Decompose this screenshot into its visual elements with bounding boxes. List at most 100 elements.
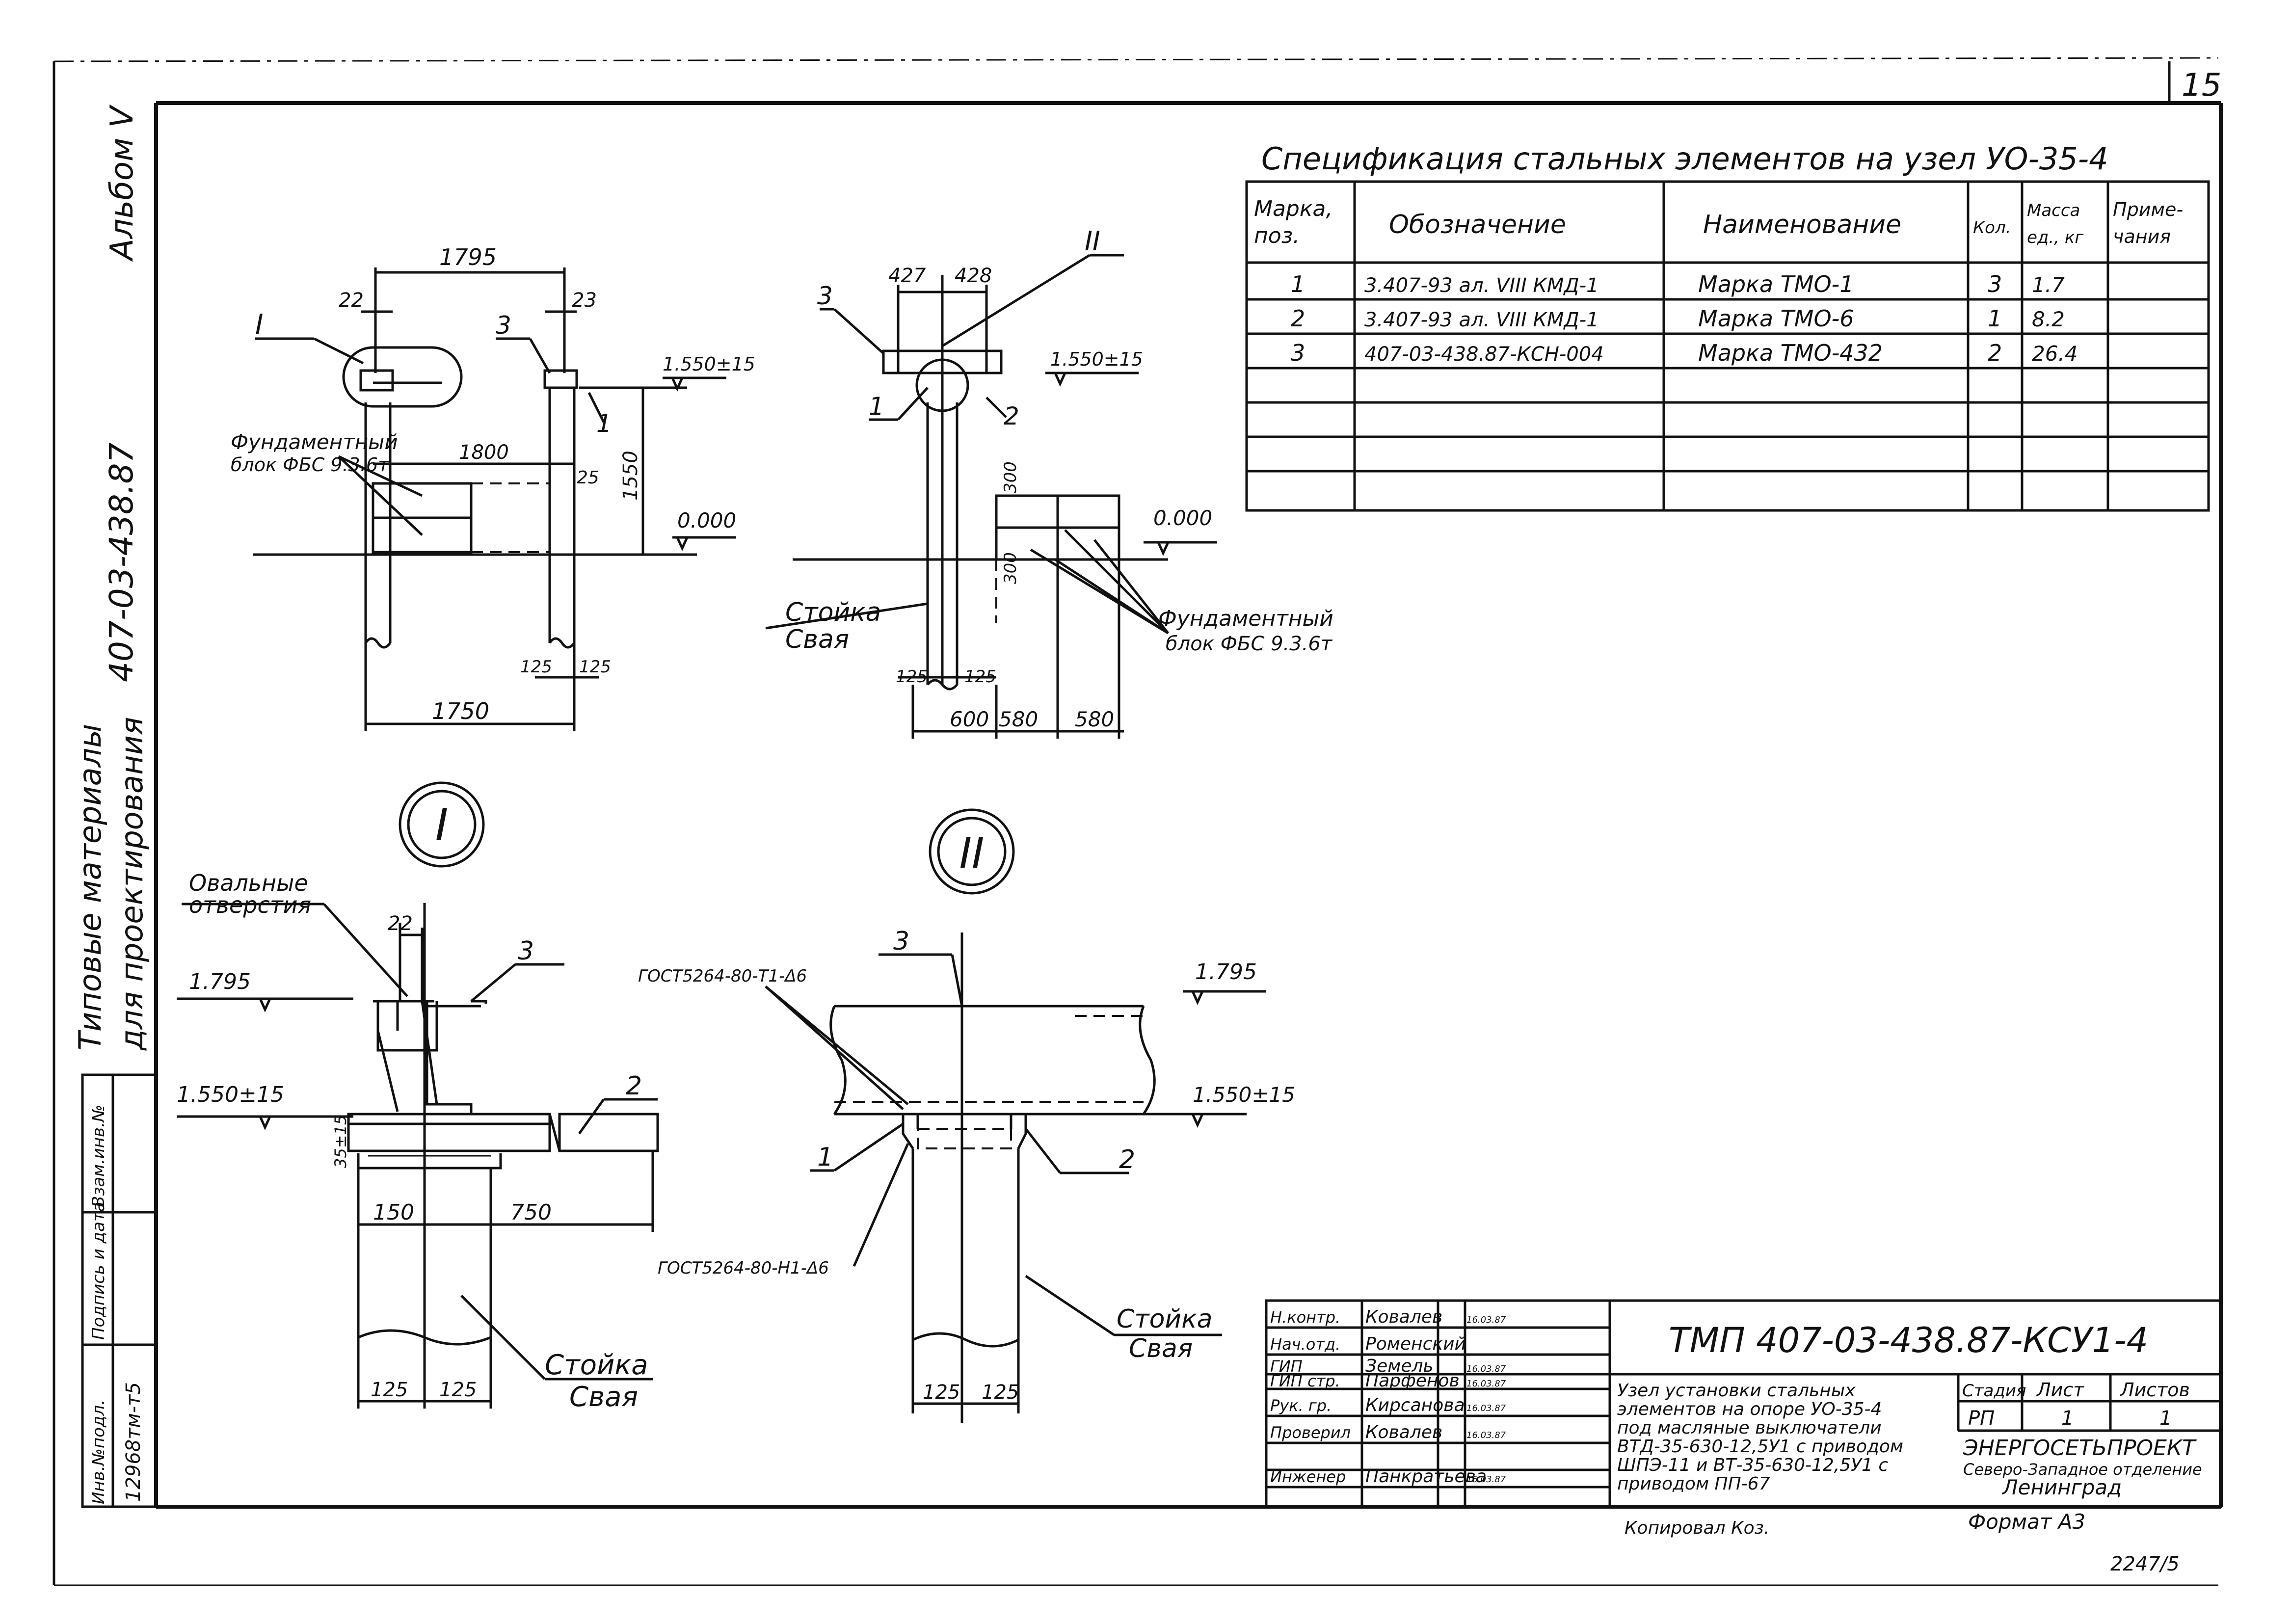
v2-dim-125a: 125 — [896, 667, 928, 687]
v1-block-label-1: Фундаментный — [231, 430, 398, 454]
d2-gost-2: ГОСТ5264-80-Н1-Δ6 — [658, 1258, 829, 1278]
inv-label: Инв.№подл. — [89, 1400, 108, 1504]
v1-dim-25: 25 — [577, 468, 599, 488]
spec-cell: 3 — [1291, 340, 1305, 366]
spec-cell: 3.407-93 ал. VIII КМД-1 — [1364, 274, 1599, 297]
copied-by: Копировал Коз. — [1625, 1518, 1769, 1538]
tb-date: 16.03.87 — [1466, 1379, 1506, 1389]
d1-stoyka: Стойка — [545, 1349, 648, 1381]
spec-title: Спецификация стальных элементов на узел … — [1261, 141, 2108, 177]
spec-cell: 1 — [1291, 271, 1305, 297]
d1-svaya: Свая — [569, 1381, 638, 1413]
v2-level-top: 1.550±15 — [1050, 348, 1143, 370]
d2-pos-2: 2 — [1119, 1145, 1135, 1174]
tb-name: Кирсанова — [1365, 1395, 1465, 1415]
typical-materials-label: Типовые материалы — [72, 724, 108, 1050]
spec-cell: 3.407-93 ал. VIII КМД-1 — [1364, 309, 1599, 331]
d1-oval-1: Овальные — [189, 870, 308, 896]
tb-name: Ковалев — [1365, 1307, 1442, 1327]
v1-dim-125b: 125 — [579, 657, 611, 677]
v1-dim-125a: 125 — [520, 657, 552, 677]
d2-level-mid: 1.550±15 — [1193, 1083, 1295, 1107]
tb-role: ГИП стр. — [1270, 1372, 1340, 1390]
spec-cell: 26.4 — [2032, 342, 2078, 366]
tb-role: Проверил — [1270, 1423, 1351, 1442]
spec-header-cell: Кол. — [1973, 218, 2011, 238]
tb-date: 16.03.87 — [1466, 1474, 1506, 1485]
v2-block-label-2: блок ФБС 9.3.6т — [1166, 633, 1333, 655]
title-block-grid — [1265, 1299, 2222, 1508]
v1-dim-23: 23 — [572, 289, 597, 312]
tb-date: 16.03.87 — [1466, 1315, 1506, 1325]
for-design-label: для проектирования — [114, 717, 150, 1051]
v1-level-top: 1.550±15 — [663, 353, 755, 375]
v2-dim-125b: 125 — [964, 667, 996, 687]
sign-date-label: Подпись и дата — [89, 1201, 108, 1340]
spec-cell: 1.7 — [2032, 273, 2065, 297]
d1-dim-750: 750 — [510, 1200, 552, 1225]
v1-dim-22: 22 — [339, 289, 364, 312]
v1-callout-I: I — [255, 309, 264, 341]
tb-sheets-label: Листов — [2119, 1379, 2190, 1401]
tb-stage-label: Стадия — [1962, 1381, 2026, 1401]
d2-pos-1: 1 — [817, 1143, 833, 1172]
spec-cell: Марка ТМО-6 — [1698, 305, 1854, 332]
d2-dim-125a: 125 — [923, 1381, 960, 1404]
replace-inv-label: Взам.инв.№ — [89, 1105, 108, 1207]
tb-desc-line: элементов на опоре УО-35-4 — [1617, 1399, 1882, 1419]
v1-dim-1800: 1800 — [459, 441, 509, 464]
v1-block-label-2: блок ФБС 9.3.6т — [231, 454, 390, 476]
tb-role: ГИП — [1270, 1357, 1303, 1376]
spec-cell: 407-03-438.87-КСН-004 — [1364, 343, 1604, 366]
format-label: Формат А3 — [1968, 1510, 2085, 1534]
spec-cell: 2 — [1291, 305, 1305, 332]
d1-dim-125a: 125 — [371, 1379, 408, 1401]
v2-stoyka: Стойка — [785, 598, 881, 627]
tb-org-2: Северо-Западное отделение — [1963, 1460, 2202, 1479]
d2-stoyka: Стойка — [1117, 1305, 1212, 1334]
v1-dim-1750: 1750 — [432, 698, 489, 724]
v2-dim-300b: 300 — [1001, 552, 1020, 584]
spec-cell: Марка ТМО-432 — [1698, 340, 1883, 366]
d1-level-mid: 1.550±15 — [177, 1082, 284, 1107]
spec-cell: Марка ТМО-1 — [1698, 271, 1854, 297]
tb-role: Нач.отд. — [1270, 1335, 1340, 1354]
tb-desc-line: ШПЭ-11 и ВТ-35-630-12,5У1 с — [1617, 1455, 1888, 1475]
spec-header-cell: Приме-чания — [2113, 199, 2183, 247]
view1-geometry — [253, 267, 736, 731]
tb-role: Инженер — [1270, 1467, 1346, 1486]
inv-value: 12968тм-т5 — [122, 1382, 145, 1502]
v2-dim-600: 600 — [950, 707, 989, 731]
d1-pos-2: 2 — [626, 1071, 642, 1101]
tb-name: Ковалев — [1365, 1422, 1442, 1442]
tb-date: 16.03.87 — [1466, 1364, 1506, 1374]
d1-pos-3: 3 — [518, 936, 534, 966]
tb-desc-line: под масляные выключатели — [1617, 1418, 1882, 1438]
left-stamp-strip — [81, 1073, 158, 1508]
spec-cell: 1 — [1988, 305, 2002, 332]
d1-dim-125b: 125 — [439, 1379, 477, 1401]
d1-dim-35: 35±15 — [331, 1115, 350, 1168]
tb-sheets: 1 — [2159, 1407, 2172, 1430]
spec-cell: 8.2 — [2032, 307, 2065, 331]
v2-callout-II: II — [1085, 226, 1100, 257]
spec-header-cell: Марка,поз. — [1254, 196, 1332, 248]
tb-name: Парфенов — [1365, 1371, 1460, 1391]
d1-oval-2: отверстия — [189, 892, 311, 918]
d2-svaya: Свая — [1129, 1334, 1193, 1363]
tb-role: Н.контр. — [1270, 1308, 1340, 1327]
tb-name: Земель — [1365, 1356, 1434, 1376]
spec-cell: 3 — [1988, 271, 2002, 297]
detail1-geometry — [177, 903, 659, 1409]
tb-org-3: Ленинград — [2001, 1475, 2122, 1499]
d2-dim-125b: 125 — [982, 1381, 1019, 1404]
v2-dim-580a: 580 — [999, 707, 1038, 731]
tb-sheet-label: Лист — [2036, 1379, 2085, 1401]
tb-desc-line: Узел установки стальных — [1617, 1381, 1856, 1401]
v2-pos-1: 1 — [869, 392, 884, 421]
tb-org-1: ЭНЕРГОСЕТЬПРОЕКТ — [1963, 1436, 2197, 1461]
